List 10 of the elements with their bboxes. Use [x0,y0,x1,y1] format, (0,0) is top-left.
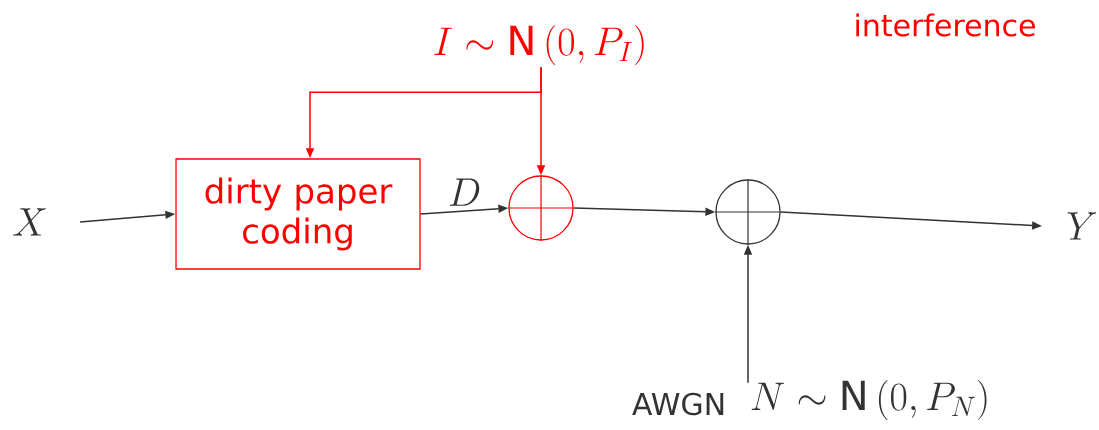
adder-symbol [507,174,575,242]
formula-label: $I \sim \mathrm{N}\left(0, P_I\right)$ [434,25,644,65]
formula-label: $N \sim \mathrm{N}\left(0, P_N\right)$ [751,380,987,420]
variable-label: $X$ [13,208,46,236]
process-box: dirty paper coding [175,158,421,270]
annotation-label: interference [856,13,1035,37]
edge-label: $D$ [446,177,483,207]
side-label: AWGN [632,392,724,416]
adder-symbol [714,178,782,246]
variable-label: $Y$ [1067,212,1097,240]
